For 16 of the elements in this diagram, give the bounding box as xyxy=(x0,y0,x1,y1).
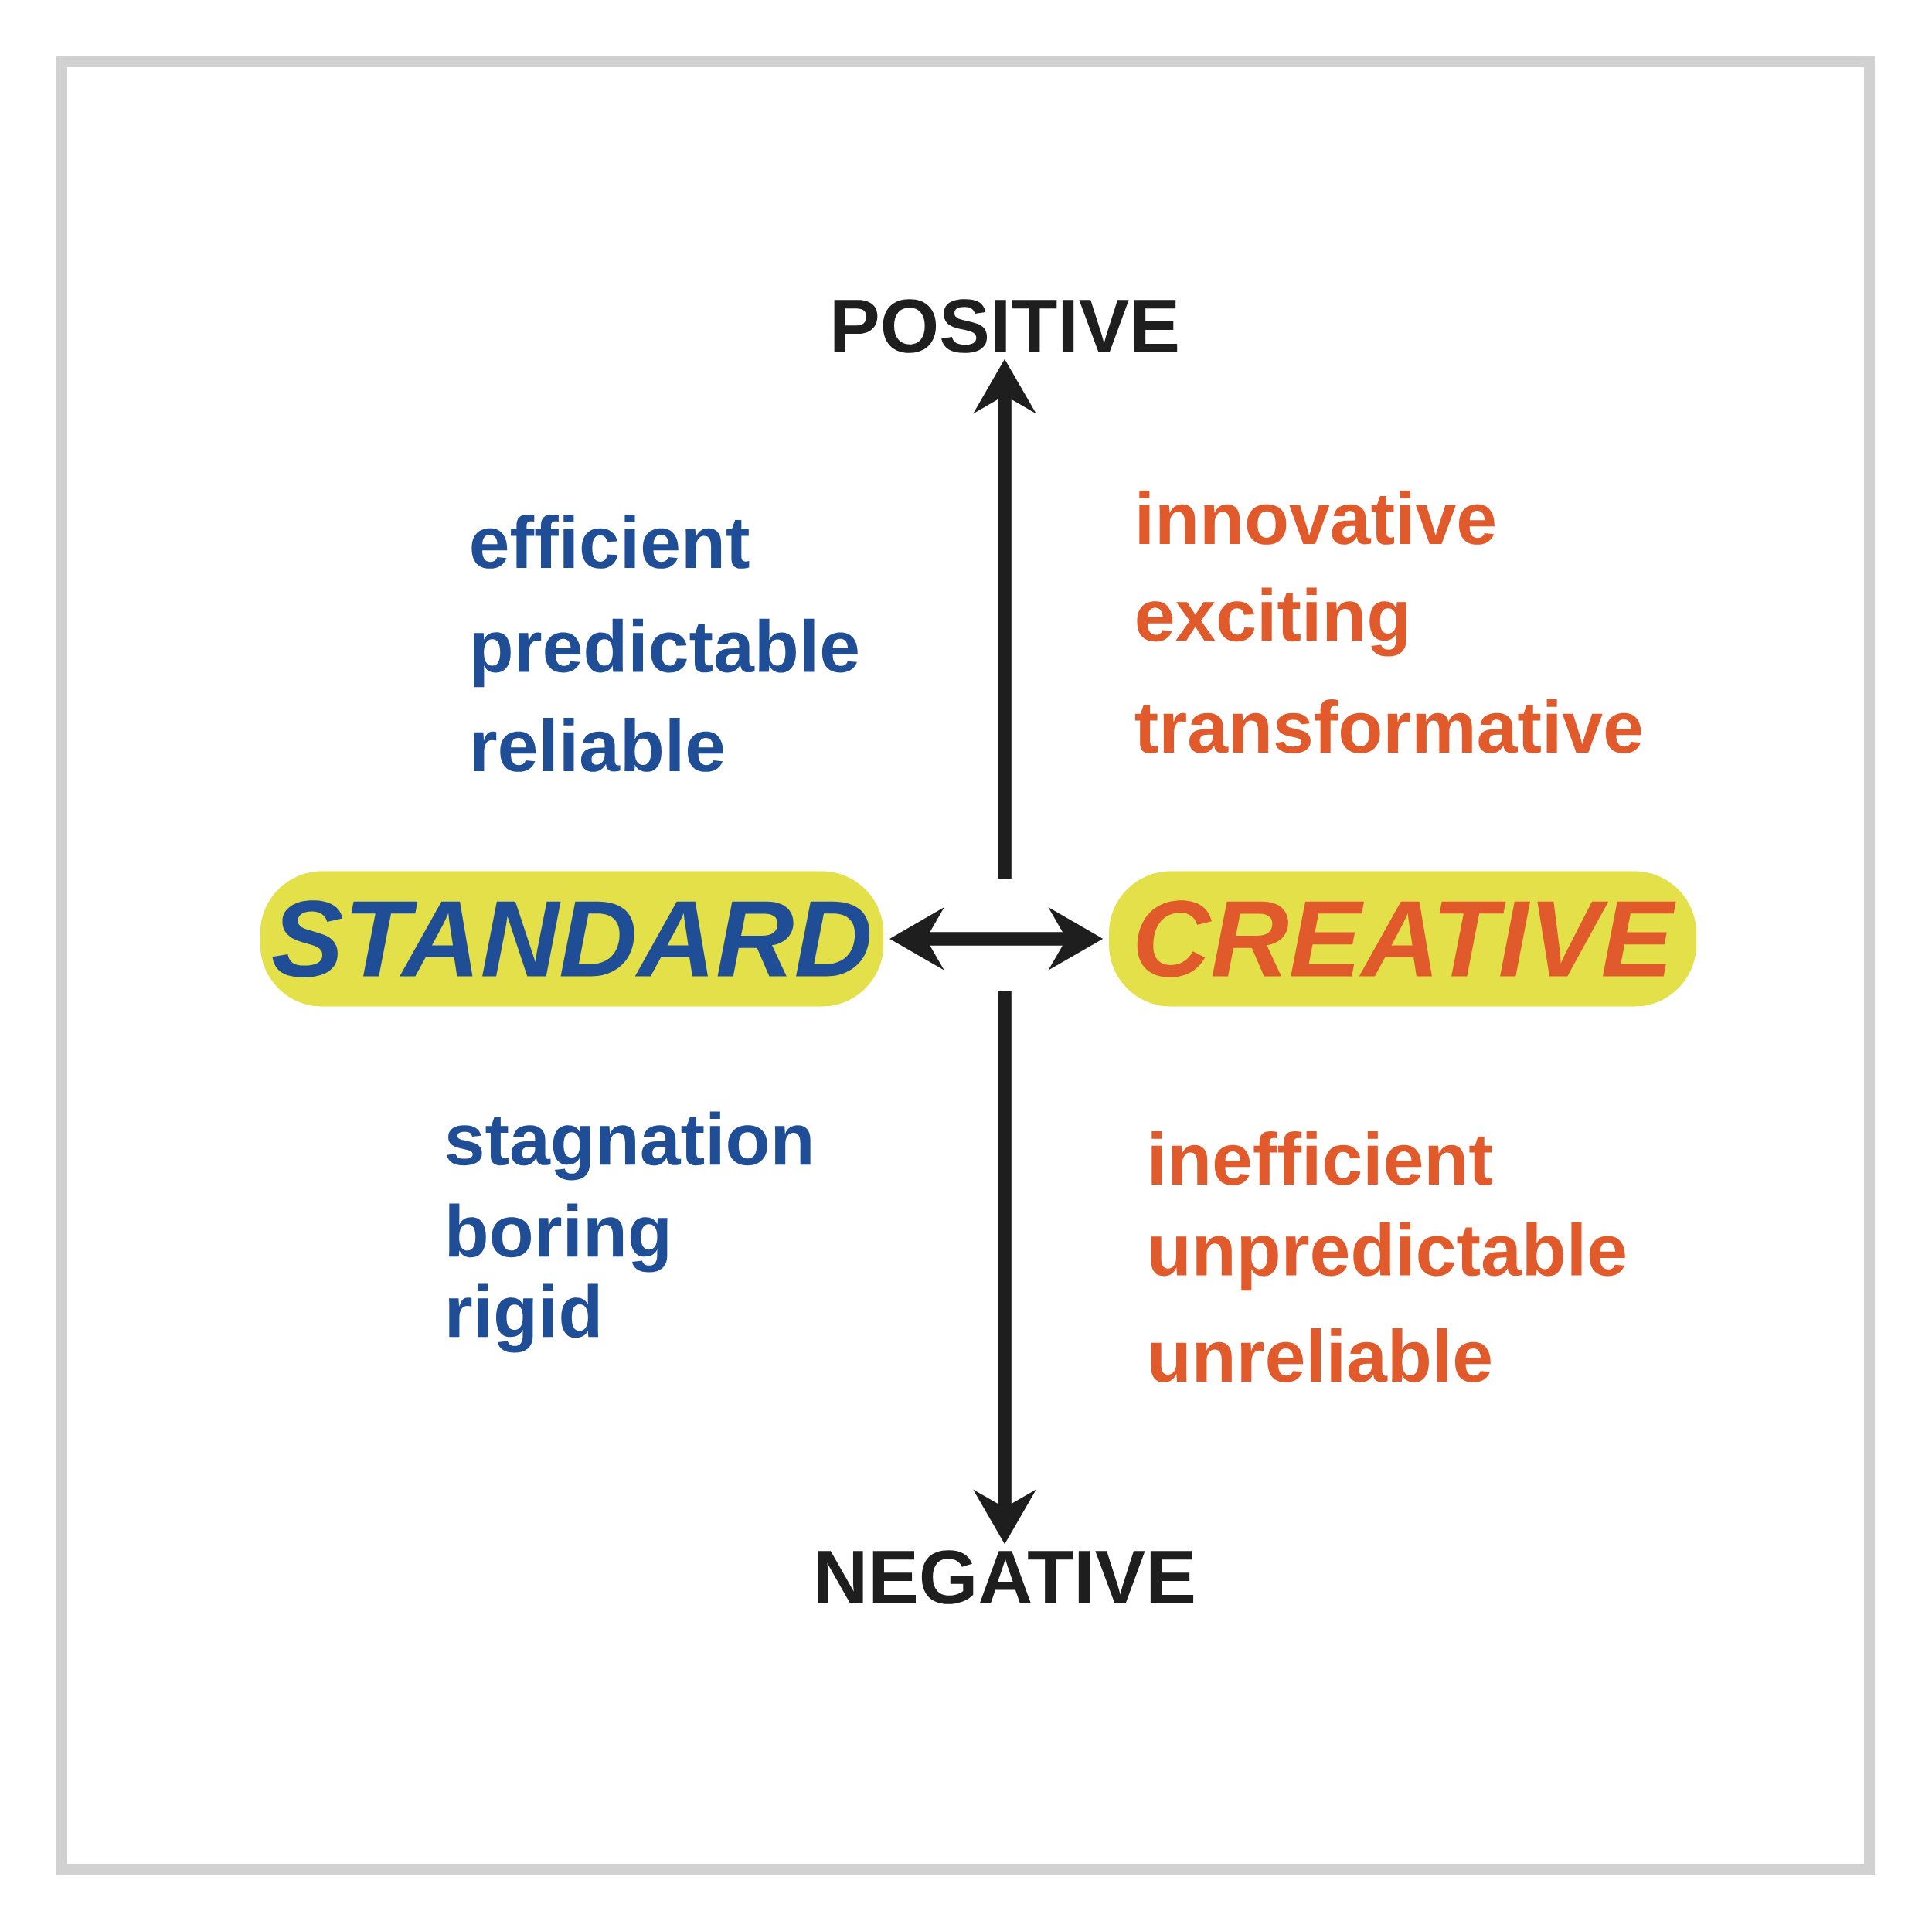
word-label: predictable xyxy=(474,618,858,688)
highlighted-label: STANDARD xyxy=(260,871,884,1007)
word-label: inefficient xyxy=(1151,1131,1492,1185)
word-label: unpredictable xyxy=(1151,1222,1625,1291)
word-label: exciting xyxy=(1137,587,1406,657)
axis-label: POSITIVE xyxy=(834,299,1178,353)
word-label: boring xyxy=(449,1203,668,1273)
axis-label: NEGATIVE xyxy=(818,1550,1194,1604)
highlighted-label: CREATIVE xyxy=(1109,871,1696,1007)
word-label: reliable xyxy=(474,718,723,772)
word-label: unreliable xyxy=(1151,1328,1491,1382)
word-label: stagnation xyxy=(447,1111,811,1181)
word-label: rigid xyxy=(449,1283,599,1353)
word-label: innovative xyxy=(1139,491,1495,545)
word-label: transformative xyxy=(1134,699,1641,753)
word-label: efficient xyxy=(471,515,750,569)
